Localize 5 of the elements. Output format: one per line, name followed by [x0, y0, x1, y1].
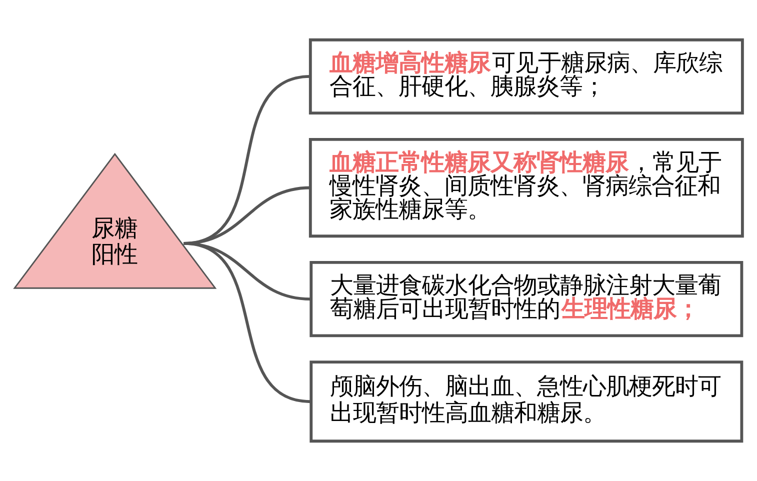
node-box: 血糖正常性糖尿又称肾性糖尿，常见于慢性肾炎、间质性肾炎、肾病综合征和家族性糖尿等。	[308, 138, 744, 238]
node-box: 大量进食碳水化合物或静脉注射大量葡萄糖后可出现暂时性的生理性糖尿；	[310, 261, 744, 338]
node-box: 血糖增高性糖尿可见于糖尿病、库欣综合征、肝硬化、胰腺炎等；	[308, 38, 744, 115]
connector	[183, 242, 311, 404]
node-box: 颅脑外伤、脑出血、急性心肌梗死时可出现暂时性高血糖和糖尿。	[310, 360, 744, 443]
